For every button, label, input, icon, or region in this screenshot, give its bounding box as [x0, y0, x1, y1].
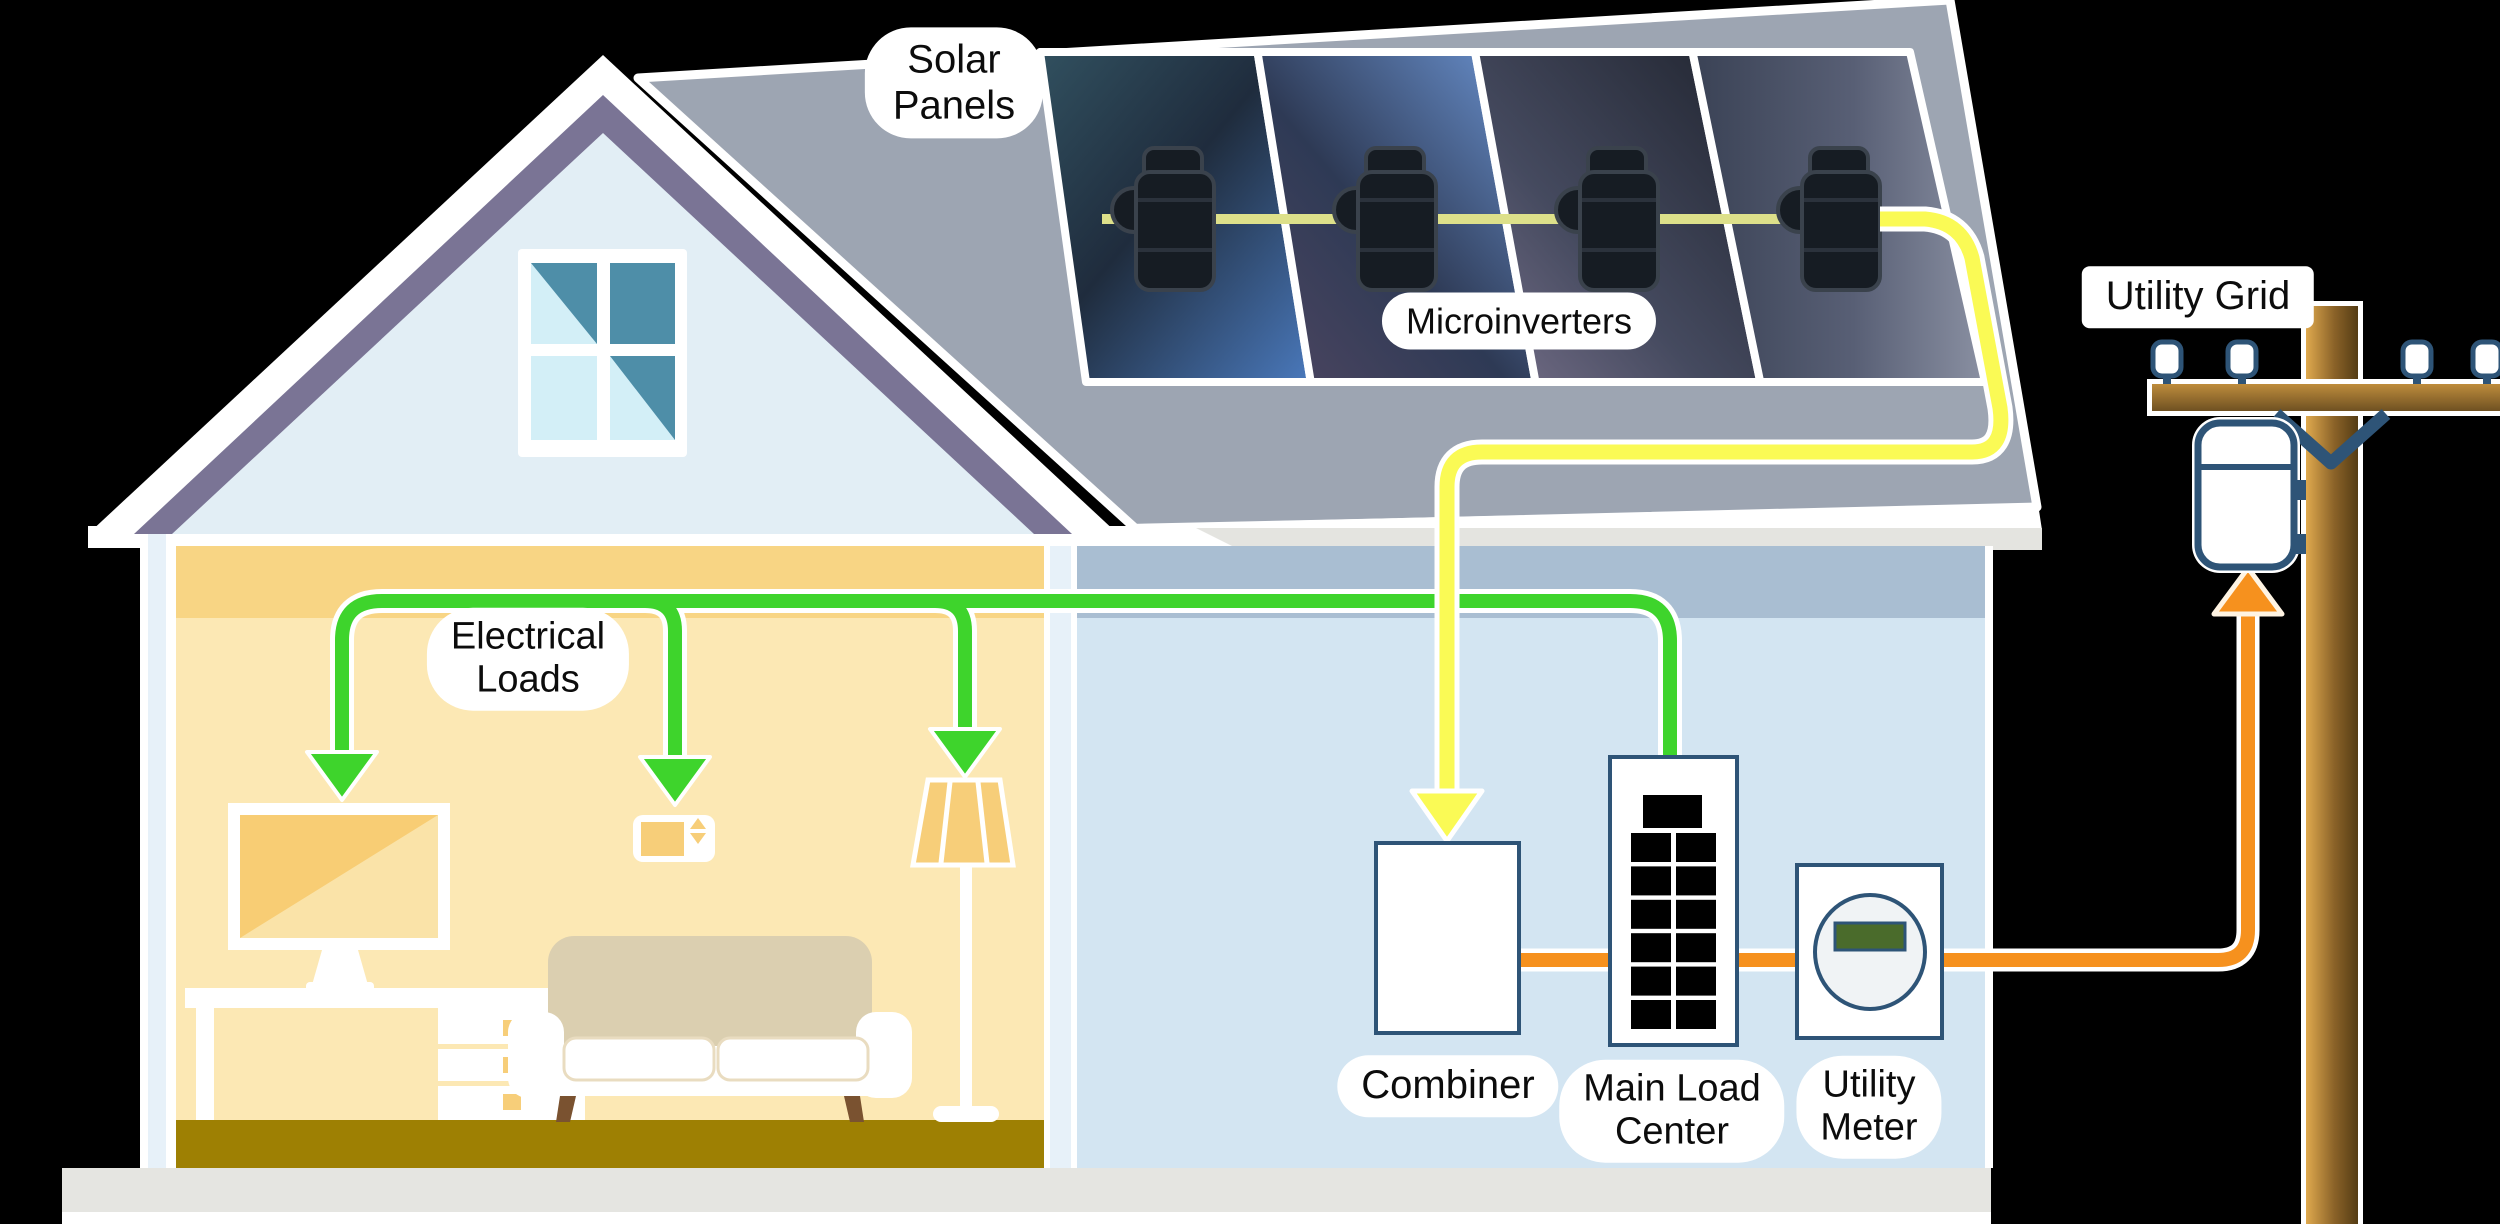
breaker — [1631, 866, 1671, 896]
label-utility-grid: Utility Grid — [2081, 266, 2315, 328]
grid-wire — [1519, 612, 2255, 967]
microinverter — [1776, 146, 1882, 292]
label-utility-meter: Utility Meter — [1796, 1055, 1942, 1159]
tv-monitor — [228, 803, 450, 992]
utility-meter-box — [1795, 863, 1944, 1040]
label-line: Microinverters — [1405, 300, 1633, 342]
label-line: Main Load — [1583, 1067, 1761, 1110]
left-exterior-wall-stripe — [148, 530, 166, 1168]
label-combiner: Combiner — [1337, 1055, 1559, 1117]
label-main-load-center: Main Load Center — [1559, 1059, 1785, 1163]
label-electrical-loads: Electrical Loads — [426, 607, 630, 711]
breaker-grid — [1631, 795, 1716, 1029]
label-line: Utility — [1822, 1063, 1916, 1106]
label-line: Meter — [1820, 1107, 1918, 1149]
label-line: Panels — [892, 83, 1016, 127]
breaker — [1631, 966, 1671, 996]
pole-insulator — [2225, 339, 2259, 384]
breaker — [1676, 933, 1716, 963]
breaker — [1676, 866, 1716, 896]
thermostat — [633, 815, 715, 862]
label-line: Loads — [476, 659, 580, 701]
living-room-floor — [176, 1120, 1044, 1168]
breaker — [1631, 1000, 1671, 1029]
label-line: Combiner — [1361, 1063, 1535, 1108]
attic-window — [518, 249, 687, 457]
solar-wire — [1409, 206, 2014, 844]
pole-insulator — [2400, 339, 2434, 384]
breaker — [1676, 966, 1716, 996]
microinverters — [1110, 146, 1882, 292]
microinverter — [1110, 146, 1216, 292]
grid-arrowhead — [2211, 565, 2285, 617]
label-line: Solar — [907, 37, 1001, 82]
breaker — [1631, 899, 1671, 929]
couch — [508, 936, 912, 1122]
breaker — [1676, 899, 1716, 929]
ground-strip — [62, 1212, 1991, 1224]
interior-wall-divider-stripe — [1050, 546, 1071, 1168]
breaker — [1631, 933, 1671, 963]
roof-shadow-band — [1196, 528, 2042, 550]
floor-lamp — [910, 777, 1016, 1122]
loads-wire — [305, 589, 1682, 807]
pole-insulator — [2150, 339, 2184, 384]
microinverter — [1332, 146, 1438, 292]
label-microinverters: Microinverters — [1381, 292, 1657, 350]
label-line: Center — [1614, 1111, 1730, 1153]
microinverter — [1554, 146, 1660, 292]
breaker — [1676, 833, 1716, 862]
breaker — [1631, 833, 1671, 862]
foundation — [62, 1168, 1991, 1212]
utility-room-right-edge — [1985, 546, 1993, 1168]
label-line: Electrical — [450, 615, 606, 658]
pole-insulators — [2150, 339, 2500, 384]
main-breaker — [1643, 795, 1702, 828]
breaker — [1676, 1000, 1716, 1029]
pole-insulator — [2470, 339, 2500, 384]
label-line: Utility Grid — [2105, 274, 2291, 319]
label-solar-panels: Solar Panels — [864, 27, 1044, 139]
combiner-box — [1374, 841, 1521, 1035]
transformer — [2192, 417, 2306, 573]
